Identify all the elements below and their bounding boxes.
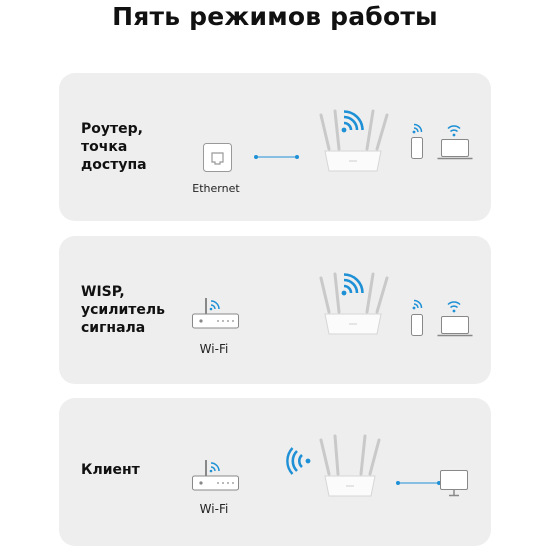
wifi-signal-small-icon	[412, 299, 423, 310]
source-caption: Wi-Fi	[199, 342, 229, 356]
wifi-signal-icon	[341, 110, 364, 133]
connection-line	[254, 155, 299, 159]
wifi-signal-small-icon	[447, 125, 461, 137]
mode-card-client: Клиент Wi-Fi	[59, 398, 491, 546]
wifi-signal-small-icon	[447, 301, 461, 313]
router-illustration	[319, 434, 381, 497]
router-illustration	[319, 109, 389, 172]
mode-label: Роутер, точка доступа	[81, 121, 147, 173]
smartphone-icon	[411, 137, 423, 159]
laptop-icon	[437, 316, 473, 337]
source-caption: Ethernet	[192, 182, 240, 195]
smartphone-icon	[411, 314, 423, 336]
wireless-router-icon	[192, 460, 239, 491]
mode-label: WISP, усилитель сигнала	[81, 284, 166, 336]
ethernet-port-icon	[203, 143, 232, 172]
wifi-signal-icon	[341, 273, 364, 296]
source-caption: Wi-Fi	[199, 502, 229, 516]
mode-label: Клиент	[81, 462, 140, 478]
wifi-receive-icon	[286, 447, 311, 475]
mode-card-router: Роутер, точка доступа Ethernet	[59, 73, 491, 221]
monitor-icon	[440, 470, 468, 497]
connection-line	[396, 481, 441, 485]
wifi-signal-small-icon	[412, 123, 423, 134]
page-title: Пять режимов работы	[112, 2, 438, 31]
router-illustration	[319, 272, 389, 335]
laptop-icon	[437, 139, 473, 160]
wireless-router-icon	[192, 298, 239, 329]
mode-card-wisp: WISP, усилитель сигнала Wi-Fi	[59, 236, 491, 384]
